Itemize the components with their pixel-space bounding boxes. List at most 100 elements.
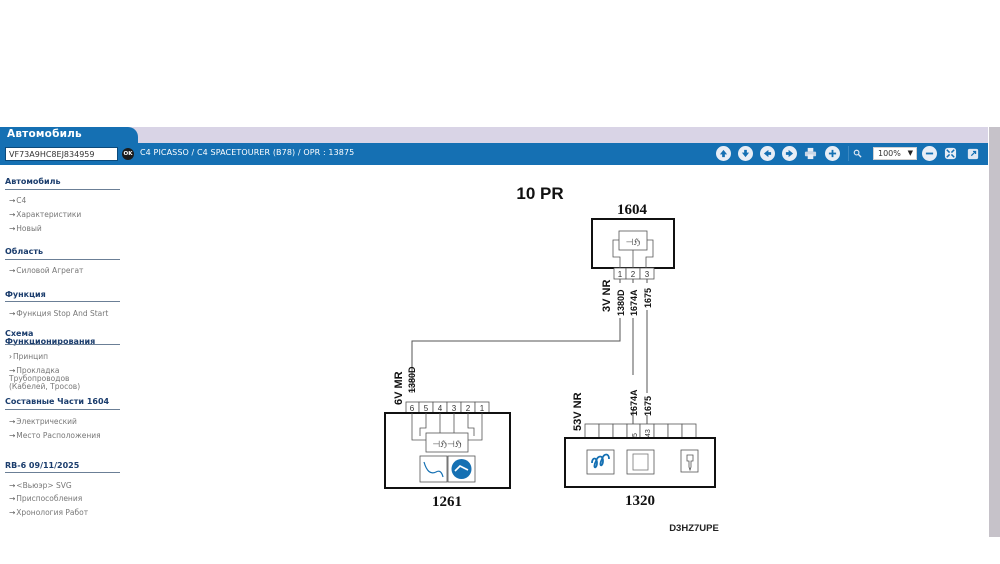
- component-label: 1320: [625, 493, 655, 509]
- wire-label: 1380D: [407, 366, 417, 393]
- zoom-level-value: 100%: [878, 149, 901, 158]
- sidebar-item-history[interactable]: →Хронология Работ: [9, 508, 89, 517]
- component-box: [564, 437, 716, 488]
- sidebar-section-title: RB-6 09/11/2025: [5, 461, 80, 470]
- sidebar-section-title: Составные Части 1604: [5, 397, 110, 406]
- sensor-block: [425, 432, 469, 453]
- sidebar-item-routing[interactable]: →Прокладка Трубопроводов (Кабелей, Тросо…: [9, 366, 81, 391]
- arrow-right-icon: →: [9, 309, 16, 318]
- sidebar-section-title: Функция: [5, 290, 46, 299]
- ok-button[interactable]: OK: [122, 148, 134, 160]
- chip-icon: [632, 453, 649, 471]
- vertical-scrollbar[interactable]: [989, 127, 1000, 537]
- wire-label: 1674A: [629, 289, 639, 316]
- wire-label: 1675: [643, 288, 653, 308]
- pin-number: 3: [645, 270, 650, 279]
- sidebar-item-location[interactable]: →Место Расположения: [9, 431, 101, 440]
- arrow-down-icon: [741, 149, 750, 158]
- sidebar-item-principle[interactable]: ›Принцип: [9, 352, 49, 361]
- sensor-icon: ⊣ℌ: [626, 237, 641, 247]
- arrow-right-icon: →: [9, 508, 16, 517]
- arrow-right-icon: →: [9, 366, 16, 375]
- brake-icon-box: [447, 455, 476, 483]
- magnifier-icon: [853, 149, 862, 158]
- dual-sensor-icon: ⊣ℌ⊣ℌ: [432, 439, 461, 449]
- pin-number: 4: [438, 404, 443, 413]
- component-label: 1604: [617, 202, 648, 218]
- arrow-down-button[interactable]: [738, 146, 753, 161]
- minus-icon: [925, 152, 934, 155]
- sidebar-item-c4[interactable]: →C4: [9, 196, 27, 205]
- section-divider: [5, 259, 120, 260]
- sidebar-item-electrical[interactable]: →Электрический: [9, 417, 77, 426]
- arrow-left-button[interactable]: [760, 146, 775, 161]
- pin-box: [625, 267, 641, 280]
- sidebar-section-title: Автомобиль: [5, 177, 61, 186]
- internal-wiring: [411, 413, 483, 441]
- section-divider: [5, 409, 120, 410]
- sidebar-item-powertrain[interactable]: →Силовой Агрегат: [9, 266, 84, 275]
- component-1261[interactable]: 6V MR 1380D 6 5 4 3 2 1 ⊣: [384, 366, 511, 510]
- chevron-down-icon: ▼: [907, 149, 913, 157]
- pin-number: 3: [452, 404, 457, 413]
- fit-screen-button[interactable]: [943, 146, 958, 161]
- component-box: [591, 218, 675, 269]
- arrow-right-icon: →: [9, 210, 16, 219]
- sidebar-section-title: Схема Функционирования: [5, 329, 96, 346]
- pin-number: 5: [632, 433, 639, 437]
- sidebar-section-title: Область: [5, 247, 44, 256]
- zoom-in-button[interactable]: [825, 146, 840, 161]
- injector-icon: [686, 454, 694, 472]
- wire-label: 1675: [643, 396, 653, 416]
- fullscreen-button[interactable]: [965, 146, 980, 161]
- vin-input[interactable]: [5, 147, 118, 161]
- glow-plug-icon-box: [586, 449, 615, 475]
- wire-label: 1674A: [629, 389, 639, 416]
- injector-icon-box: [680, 449, 699, 473]
- section-divider: [5, 344, 120, 345]
- pedal-icon-box: [419, 455, 448, 483]
- external-window-icon: [967, 148, 978, 159]
- component-1320[interactable]: 53V NR 1674A 1675 5 43: [564, 389, 716, 509]
- component-label: 1261: [432, 494, 462, 510]
- tab-vehicle[interactable]: Автомобиль: [0, 127, 138, 143]
- arrow-left-icon: [763, 149, 772, 158]
- brake-icon: [451, 459, 472, 479]
- printer-icon: [804, 147, 817, 160]
- sidebar-item-svg-viewer[interactable]: →<Вьюэр> SVG: [9, 481, 72, 490]
- arrow-up-button[interactable]: [716, 146, 731, 161]
- arrow-right-button[interactable]: [782, 146, 797, 161]
- plus-icon: [828, 149, 837, 158]
- section-divider: [5, 189, 120, 190]
- arrow-right-icon: →: [9, 266, 16, 275]
- zoom-level-select[interactable]: 100% ▼: [873, 147, 917, 160]
- coil-icon: [591, 453, 610, 469]
- pin-number: 43: [645, 429, 652, 437]
- fit-screen-icon: [944, 147, 957, 160]
- section-divider: [5, 472, 120, 473]
- arrow-right-icon: →: [9, 494, 16, 503]
- pin-number: 2: [631, 270, 636, 279]
- pin-number: 5: [424, 404, 429, 413]
- print-button[interactable]: [803, 146, 818, 161]
- section-divider: [5, 301, 120, 302]
- pin-row: [584, 423, 697, 439]
- component-1604[interactable]: 1604 ⊣ℌ 1 2 3 3V NR 1380D 1674A 1675: [591, 202, 675, 316]
- search-button[interactable]: [848, 146, 866, 161]
- sidebar-item-new[interactable]: →Новый: [9, 224, 42, 233]
- pedal-icon: [423, 461, 444, 478]
- connector-label: 3V NR: [601, 280, 613, 312]
- sensor-block: [618, 230, 648, 251]
- sidebar-item-tools[interactable]: →Приспособления: [9, 494, 83, 503]
- vehicle-title: C4 PICASSO / C4 SPACETOURER (B78) / OPR …: [140, 148, 355, 157]
- wire-1380d: [411, 279, 621, 393]
- zoom-out-button[interactable]: [922, 146, 937, 161]
- pin-box: [613, 267, 627, 280]
- sidebar-item-characteristics[interactable]: →Характеристики: [9, 210, 82, 219]
- wire-label: 1380D: [616, 289, 626, 316]
- tab-vehicle-label: Автомобиль: [7, 128, 82, 140]
- ecu-icon-box: [626, 449, 655, 475]
- component-box: [384, 412, 511, 489]
- sidebar-item-stop-and-start[interactable]: →Функция Stop And Start: [9, 309, 109, 318]
